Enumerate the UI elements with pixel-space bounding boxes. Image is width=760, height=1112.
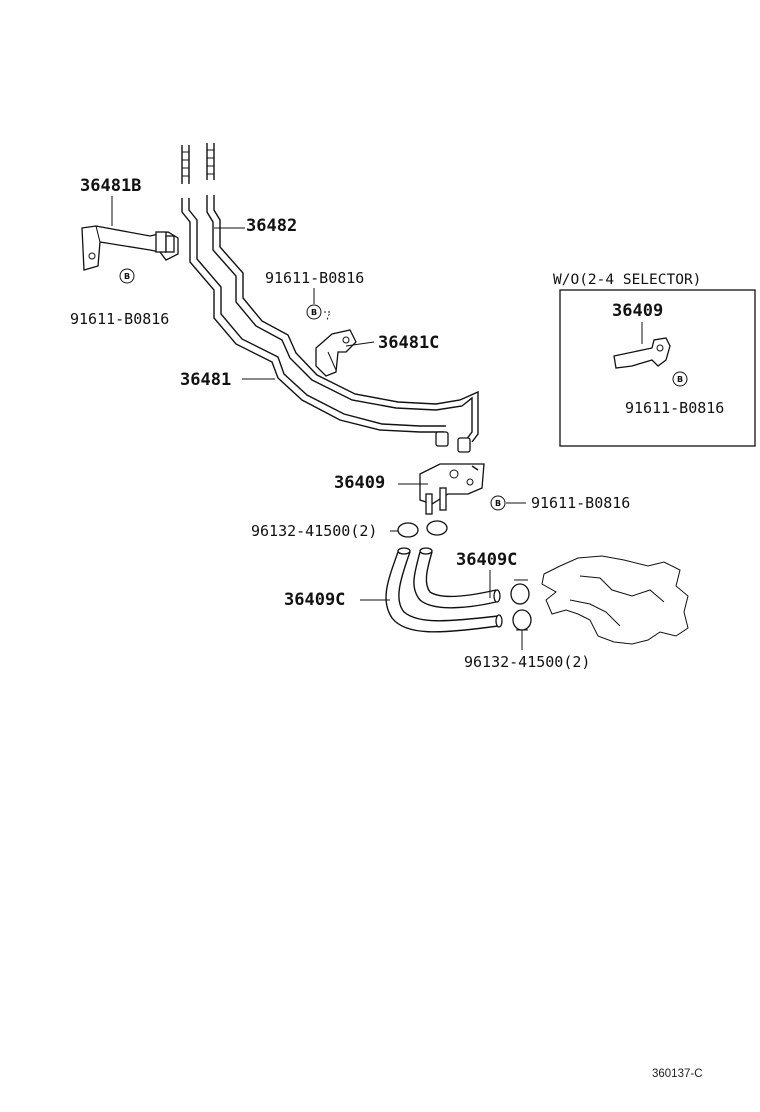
inset-label-36409: 36409: [612, 301, 663, 321]
bolt-symbol-left: B: [119, 268, 135, 284]
bracket-36409: [419, 463, 485, 515]
clamp-36481C: [315, 329, 357, 377]
inset-title: W/O(2-4 SELECTOR): [553, 272, 701, 288]
svg-text:B: B: [677, 375, 683, 384]
label-36481C: 36481C: [378, 333, 439, 353]
pipe-ends: [181, 143, 215, 184]
inset-label-bolt: 91611-B0816: [625, 399, 724, 417]
pipe-36481: [181, 198, 446, 433]
label-36481B: 36481B: [80, 176, 141, 196]
label-36409C-left: 36409C: [284, 590, 345, 610]
svg-text:B: B: [311, 308, 317, 317]
transmission-housing: [541, 555, 689, 645]
label-clamp-upper: 96132-41500(2): [251, 522, 377, 540]
bolt-symbol-inset: B: [672, 371, 688, 387]
leader-lines: [111, 196, 526, 650]
label-36409: 36409: [334, 473, 385, 493]
label-bolt-mid: 91611-B0816: [531, 494, 630, 512]
inset-box: W/O(2-4 SELECTOR) 36409 91611-B0816: [553, 272, 756, 447]
pipe-fittings: [435, 431, 471, 453]
inset-bracket-36409: [613, 337, 671, 369]
label-clamp-lower: 96132-41500(2): [464, 653, 590, 671]
hose-clamps-upper: [397, 520, 448, 538]
label-36481: 36481: [180, 370, 231, 390]
label-bolt-left: 91611-B0816: [70, 310, 169, 328]
hose-clamps-lower: [510, 579, 532, 631]
svg-text:B: B: [124, 272, 130, 281]
pipe-36482: [206, 195, 479, 443]
label-36409C-right: 36409C: [456, 550, 517, 570]
bolt-symbol-mid: B: [490, 495, 506, 511]
bolt-symbol-top: B: [306, 304, 322, 320]
label-bolt-top: 91611-B0816: [265, 269, 364, 287]
bracket-36481B: [81, 225, 179, 271]
hose-36409C-left: [385, 547, 503, 633]
svg-text:B: B: [495, 499, 501, 508]
reference-code: 360137-C: [652, 1068, 703, 1080]
hose-36409C-right: [413, 547, 501, 609]
label-36482: 36482: [246, 216, 297, 236]
